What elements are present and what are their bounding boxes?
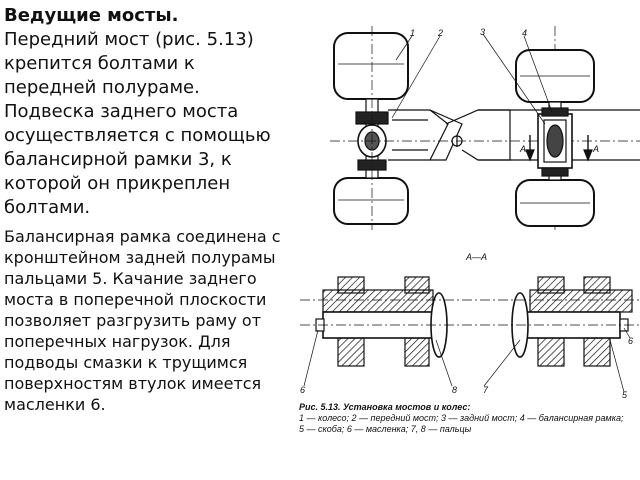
label-6-left: 6	[300, 385, 305, 395]
label-5: 5	[622, 390, 628, 400]
label-arrow-a-right: А	[592, 144, 599, 154]
label-2: 2	[437, 28, 443, 38]
paragraph-1: Передний мост (рис. 5.13) крепится болта…	[4, 29, 271, 218]
section-label: А—А	[465, 252, 487, 262]
section-view	[300, 276, 640, 393]
label-8: 8	[452, 385, 457, 395]
label-6-right: 6	[628, 336, 633, 346]
label-1: 1	[410, 28, 415, 38]
front-left-wheel	[333, 32, 409, 100]
label-arrow-a-left: А	[519, 144, 526, 154]
caption-title: Рис. 5.13. Установка мостов и колес:	[299, 402, 471, 412]
label-7: 7	[483, 385, 489, 395]
paragraph-2: Балансирная рамка соединена с кронштейно…	[4, 227, 281, 414]
figure-caption: Рис. 5.13. Установка мостов и колес: 1 —…	[299, 402, 639, 435]
label-3: 3	[480, 27, 485, 37]
top-view	[330, 26, 640, 230]
label-4: 4	[522, 28, 527, 38]
heading: Ведущие мосты.	[4, 5, 179, 26]
axle-installation-figure: 1 2 3 4 А А А—А 6 8 7 5 6	[300, 26, 640, 400]
caption-line-1: 1 — колесо; 2 — передний мост; 3 — задни…	[299, 413, 624, 423]
caption-line-2: 5 — скоба; 6 — масленка; 7, 8 — пальцы	[299, 424, 472, 434]
text-column: Ведущие мосты. Передний мост (рис. 5.13)…	[4, 4, 288, 415]
front-right-wheel	[333, 177, 409, 225]
